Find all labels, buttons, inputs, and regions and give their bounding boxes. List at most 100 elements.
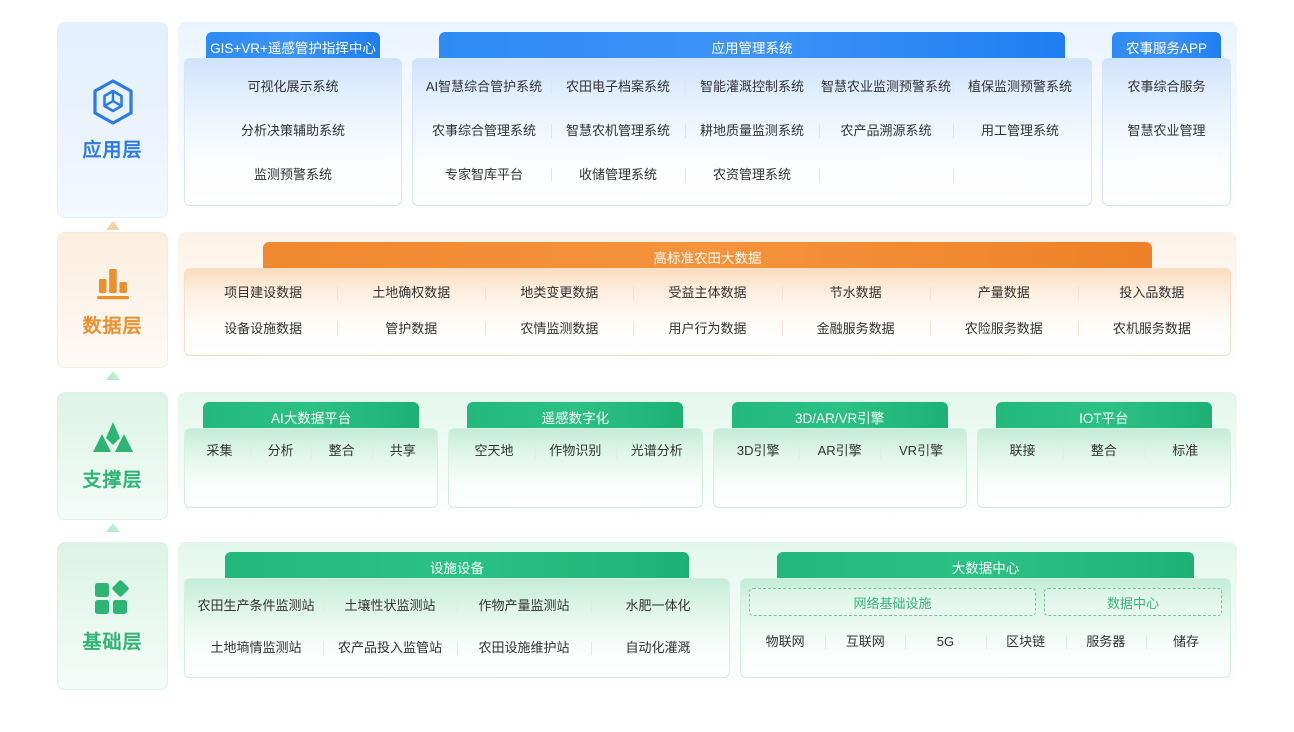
layer-label-text: 支撑层: [82, 469, 143, 491]
layer-label-data: 数据层: [57, 232, 168, 380]
group-title: 设施设备: [224, 552, 690, 582]
item-cell[interactable]: 农机服务数据: [1078, 321, 1226, 338]
item-cell[interactable]: 采集: [206, 442, 233, 458]
item-cell[interactable]: 联接: [1009, 442, 1036, 458]
group-title: 高标准农田大数据: [262, 242, 1153, 272]
subgroup-data-center[interactable]: 数据中心: [1044, 588, 1222, 616]
item-cell[interactable]: 水肥一体化: [591, 598, 725, 615]
item-cell[interactable]: 农田生产条件监测站: [197, 597, 315, 613]
item-cell[interactable]: 农田设施维护站: [457, 640, 591, 657]
group-row: 物联网 互联网 5G 区块链 服务器 储存: [745, 616, 1226, 669]
item-cell[interactable]: 专家智库平台: [444, 166, 523, 182]
layer-label-foundation: 基础层: [57, 542, 168, 690]
item-cell[interactable]: 智慧农机管理系统: [551, 123, 685, 140]
item-cell[interactable]: 耕地质量监测系统: [685, 123, 819, 140]
item-cell[interactable]: 智慧农业监测预警系统: [821, 78, 952, 94]
layer-label-text: 基础层: [82, 631, 143, 653]
item-cell[interactable]: 植保监测预警系统: [953, 79, 1087, 96]
item-cell[interactable]: 智慧农业管理: [1127, 122, 1206, 138]
item-cell[interactable]: 地类变更数据: [485, 285, 633, 302]
group-row-spacer: [982, 467, 1226, 499]
group-gis-vr-command-center: GIS+VR+遥感管护指挥中心 可视化展示系统 分析决策辅助系统 监测预警系统: [184, 32, 402, 206]
item-cell[interactable]: 产量数据: [930, 285, 1078, 302]
subgroup-row: 网络基础设施 数据中心: [745, 585, 1226, 616]
item-cell[interactable]: 农产品溯源系统: [819, 123, 953, 140]
group-body: AI智慧综合管护系统 农田电子档案系统 智能灌溉控制系统 智慧农业监测预警系统 …: [412, 58, 1092, 206]
item-cell[interactable]: 受益主体数据: [633, 285, 781, 302]
item-cell[interactable]: 5G: [905, 634, 985, 651]
item-cell[interactable]: 作物产量监测站: [457, 598, 591, 615]
group-title: 大数据中心: [776, 552, 1195, 582]
item-cell[interactable]: 物联网: [765, 634, 805, 650]
item-cell[interactable]: 作物识别: [535, 443, 616, 460]
layer-foundation: 基础层 设施设备 农田生产条件监测站 土壤性状监测站 作物产量监测站 水肥一体化…: [57, 542, 1237, 690]
item-cell[interactable]: 项目建设数据: [224, 284, 303, 300]
item-cell[interactable]: 自动化灌溉: [591, 640, 725, 657]
item-cell[interactable]: 农田电子档案系统: [551, 79, 685, 96]
item-cell[interactable]: 用户行为数据: [633, 321, 781, 338]
item-cell[interactable]: 农产品投入监管站: [323, 640, 457, 657]
subgroup-network-infrastructure[interactable]: 网络基础设施: [749, 588, 1036, 616]
item-cell[interactable]: 收储管理系统: [551, 167, 685, 184]
item-cell[interactable]: 管护数据: [337, 321, 485, 338]
group-row-spacer: [453, 467, 697, 499]
item-cell[interactable]: AI智慧综合管护系统: [425, 78, 543, 94]
item-cell[interactable]: 分析决策辅助系统: [240, 122, 345, 138]
item-cell[interactable]: 农事综合服务: [1127, 78, 1206, 94]
squares-diamond-icon: [92, 579, 134, 617]
group-bigdata-center: 大数据中心 网络基础设施 数据中心 物联网 互联网 5G 区块链 服务器 储存: [740, 552, 1231, 678]
item-cell[interactable]: 智能灌溉控制系统: [685, 79, 819, 96]
group-title: 遥感数字化: [467, 402, 684, 432]
group-body: 联接 整合 标准: [976, 428, 1231, 508]
item-cell[interactable]: 节水数据: [782, 285, 930, 302]
item-cell[interactable]: 3D引擎: [736, 442, 780, 458]
group-ai-bigdata-platform: AI大数据平台 采集 分析 整合 共享: [184, 402, 439, 508]
group-remote-sensing-digitization: 遥感数字化 空天地 作物识别 光谱分析: [448, 402, 703, 508]
item-cell[interactable]: VR引擎: [880, 443, 961, 460]
layer-connector-arrow: [105, 523, 120, 532]
item-cell[interactable]: 共享: [372, 443, 433, 460]
item-cell[interactable]: 用工管理系统: [953, 123, 1087, 140]
item-cell[interactable]: 农险服务数据: [930, 321, 1078, 338]
group-row: 项目建设数据 土地确权数据 地类变更数据 受益主体数据 节水数据 产量数据 投入…: [189, 275, 1226, 311]
group-row: 智慧农业管理: [1107, 109, 1226, 153]
item-cell[interactable]: 分析: [250, 443, 311, 460]
item-cell[interactable]: 服务器: [1066, 634, 1146, 651]
group-body: 项目建设数据 土地确权数据 地类变更数据 受益主体数据 节水数据 产量数据 投入…: [184, 268, 1231, 356]
layer-label-text: 数据层: [82, 315, 143, 337]
group-row: 可视化展示系统: [189, 65, 397, 109]
item-cell[interactable]: 互联网: [825, 634, 905, 651]
item-cell[interactable]: AR引擎: [799, 443, 880, 460]
item-cell[interactable]: 监测预警系统: [253, 166, 332, 182]
group-body: 农事综合服务 智慧农业管理: [1102, 58, 1231, 206]
item-cell[interactable]: 农事综合管理系统: [431, 122, 536, 138]
item-cell[interactable]: 金融服务数据: [782, 321, 930, 338]
group-row: 联接 整合 标准: [982, 435, 1226, 467]
item-cell[interactable]: 农情监测数据: [485, 321, 633, 338]
group-row: 土地墒情监测站 农产品投入监管站 农田设施维护站 自动化灌溉: [189, 627, 725, 669]
item-cell[interactable]: 整合: [1063, 443, 1144, 460]
item-cell[interactable]: 整合: [311, 443, 372, 460]
item-cell[interactable]: 土地墒情监测站: [210, 639, 302, 655]
group-body: 3D引擎 AR引擎 VR引擎: [712, 428, 967, 508]
item-cell[interactable]: 设备设施数据: [224, 320, 303, 336]
item-cell[interactable]: 区块链: [986, 634, 1066, 651]
item-cell[interactable]: 可视化展示系统: [247, 78, 339, 94]
group-row-spacer: [718, 467, 962, 499]
item-cell[interactable]: 土壤性状监测站: [323, 598, 457, 615]
item-cell[interactable]: 光谱分析: [616, 443, 697, 460]
item-cell[interactable]: 空天地: [474, 442, 514, 458]
item-cell[interactable]: 投入品数据: [1078, 285, 1226, 302]
layer-connector-arrow: [105, 371, 120, 380]
group-row: 分析决策辅助系统: [189, 109, 397, 153]
group-title: 应用管理系统: [439, 32, 1065, 62]
item-cell[interactable]: 标准: [1145, 443, 1226, 460]
group-farming-service-app: 农事服务APP 农事综合服务 智慧农业管理: [1102, 32, 1231, 206]
layer-panel-application: GIS+VR+遥感管护指挥中心 可视化展示系统 分析决策辅助系统 监测预警系统 …: [178, 22, 1237, 218]
item-cell[interactable]: 农资管理系统: [685, 167, 819, 184]
group-iot-platform: IOT平台 联接 整合 标准: [976, 402, 1231, 508]
group-row: 空天地 作物识别 光谱分析: [453, 435, 697, 467]
group-row-spacer: [189, 467, 433, 499]
item-cell[interactable]: 储存: [1146, 634, 1226, 651]
item-cell[interactable]: 土地确权数据: [337, 285, 485, 302]
